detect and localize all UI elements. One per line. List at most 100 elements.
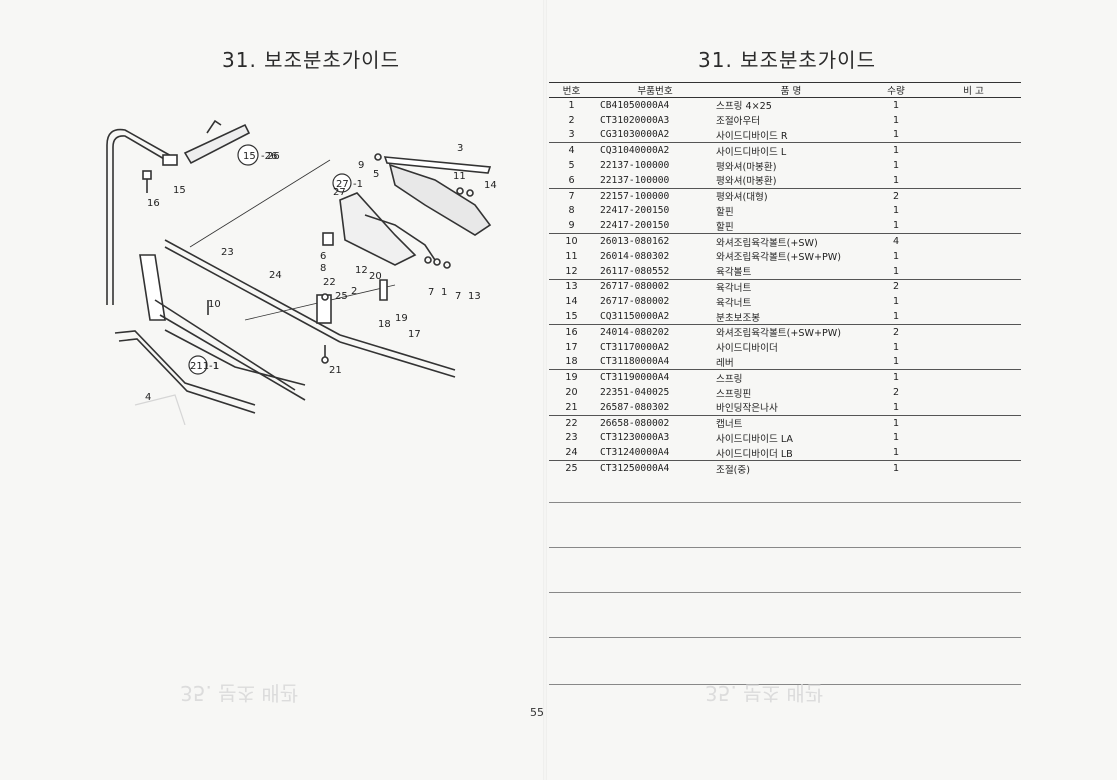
row-number: 2 xyxy=(568,114,575,126)
part-name: 와셔조립육각볼트(+SW+PW) xyxy=(710,323,866,340)
callout: 1 xyxy=(441,287,447,298)
part-number: CT31240000A4 xyxy=(600,447,670,459)
callout: 24 xyxy=(269,270,282,281)
callout: 25 xyxy=(335,291,348,302)
quantity: 1 xyxy=(892,341,900,353)
part-name: 바인딩작은나사 xyxy=(716,403,778,415)
circle-ref-211: 211 xyxy=(190,361,209,372)
quantity: 1 xyxy=(892,114,900,126)
row-number: 6 xyxy=(568,174,575,186)
quantity: 1 xyxy=(892,401,900,413)
callout: 8 xyxy=(320,263,326,274)
callout: 12 xyxy=(355,265,368,276)
quantity: 1 xyxy=(892,99,900,111)
bleed-through-text: 35. 분초 배관 xyxy=(180,681,299,705)
part-name: 스프링 4×25 xyxy=(716,101,772,113)
part-number: 26658-080002 xyxy=(594,414,710,431)
part-number: 26587-080302 xyxy=(600,401,670,413)
remark xyxy=(926,460,1021,476)
remark xyxy=(926,218,1021,233)
quantity: 2 xyxy=(866,187,926,204)
part-number: CG31030000A2 xyxy=(600,129,670,141)
remark xyxy=(926,431,1021,446)
part-number: 22417-200150 xyxy=(600,220,670,232)
callout: 15 xyxy=(173,185,186,196)
quantity: 1 xyxy=(892,129,900,141)
row-number: 15 xyxy=(565,311,578,323)
callout: 5 xyxy=(373,169,379,180)
table-row: 9 22417-200150 할핀 1 xyxy=(549,218,1021,233)
remark xyxy=(926,264,1021,279)
part-name: 와셔조립육각볼트(+SW) xyxy=(710,233,866,249)
part-number: CT31190000A4 xyxy=(594,369,710,386)
row-number: 16 xyxy=(549,323,594,340)
callout: 3 xyxy=(457,143,463,154)
part-name: 스프링 xyxy=(710,369,866,386)
callout: 20 xyxy=(369,271,382,282)
remark xyxy=(926,385,1021,400)
quantity: 1 xyxy=(866,142,926,159)
row-number: 4 xyxy=(549,142,594,159)
callout: 18 xyxy=(378,319,391,330)
callout: 19 xyxy=(395,313,408,324)
table-header: 번호 부품번호 품 명 수량 비 고 xyxy=(549,82,1021,98)
row-number: 14 xyxy=(565,296,578,308)
row-number: 11 xyxy=(565,250,578,262)
part-name: 할핀 xyxy=(716,206,734,218)
quantity: 4 xyxy=(866,233,926,249)
quantity: 1 xyxy=(892,220,900,232)
part-name: 할핀 xyxy=(716,221,734,233)
callout: 17 xyxy=(408,329,421,340)
quantity: 1 xyxy=(892,265,900,277)
row-number: 23 xyxy=(565,432,578,444)
callout: 11 xyxy=(453,171,466,182)
part-number: CT31230000A3 xyxy=(600,432,670,444)
part-number: 24014-080202 xyxy=(594,323,710,340)
part-name: 사이드디바이드 LA xyxy=(716,433,793,445)
part-number: 26014-080302 xyxy=(600,250,670,262)
row-number: 18 xyxy=(565,356,578,368)
remark xyxy=(926,323,1021,340)
callout: 27 xyxy=(333,187,346,198)
divider xyxy=(549,637,1021,638)
part-number: 26717-080002 xyxy=(594,278,710,295)
remark xyxy=(926,355,1021,370)
row-number: 9 xyxy=(568,220,575,232)
callout: 22 xyxy=(323,277,336,288)
part-name: 육각너트 xyxy=(716,297,752,309)
left-page-title: 31. 보조분초가이드 xyxy=(222,48,400,72)
remark xyxy=(926,309,1021,324)
part-number: 26717-080002 xyxy=(600,296,670,308)
part-name: 평와셔(마봉환) xyxy=(716,176,777,188)
part-name: 육각너트 xyxy=(710,278,866,295)
row-number: 20 xyxy=(565,387,578,399)
quantity: 2 xyxy=(892,387,900,399)
callout: 6 xyxy=(320,251,326,262)
part-number: 22351-040025 xyxy=(600,387,670,399)
part-number: 22157-100000 xyxy=(594,187,710,204)
page-gutter xyxy=(543,0,547,780)
callout: 21 xyxy=(329,365,342,376)
callout: 16 xyxy=(147,198,160,209)
row-number: 12 xyxy=(565,265,578,277)
remark xyxy=(926,294,1021,309)
circle-suffix-27: -1 xyxy=(353,179,363,190)
quantity: 1 xyxy=(866,414,926,431)
part-number: 22137-100000 xyxy=(600,174,670,186)
col-remark: 비 고 xyxy=(926,82,1021,98)
quantity: 1 xyxy=(866,460,926,476)
callout: 14 xyxy=(484,180,497,191)
callout: 23 xyxy=(221,247,234,258)
col-part-number: 부품번호 xyxy=(594,82,710,98)
